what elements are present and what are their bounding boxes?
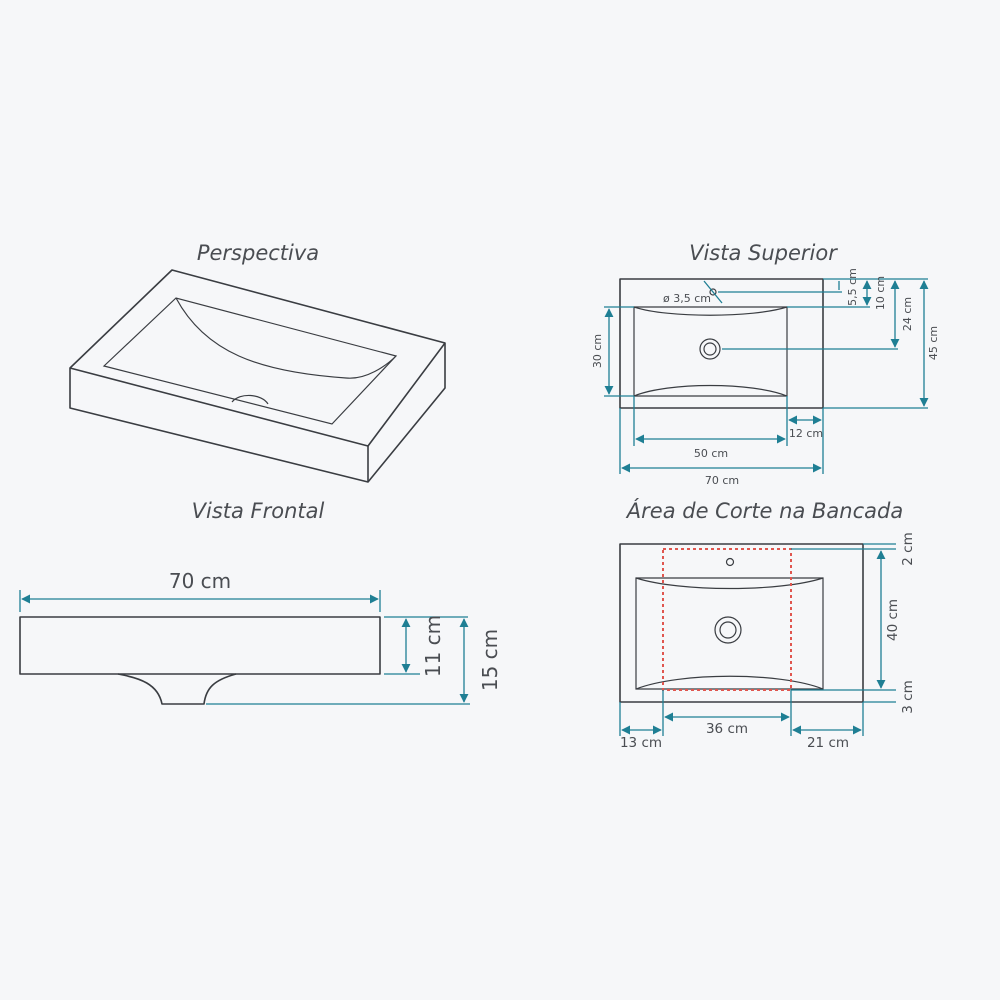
cut-area-view: 2 cm 40 cm 3 cm 13 cm 36 cm 21 cm <box>619 532 916 751</box>
top-drain-inner <box>703 342 717 356</box>
cut-basin-rect <box>635 577 824 690</box>
basin-depth-label: 30 cm <box>591 334 604 368</box>
front-body <box>19 616 381 675</box>
depth-24-label: 24 cm <box>901 297 914 331</box>
cut-width-label: 36 cm <box>706 721 748 737</box>
top-basin-curve-top <box>633 306 788 316</box>
top-view: ø 3,5 cm 5,5 cm 10 cm 24 cm 45 cm 30 cm … <box>591 268 940 487</box>
sink-outer-outline <box>69 269 446 483</box>
front-view: 70 cm 11 cm 15 cm <box>19 569 502 705</box>
sink-top-edge <box>69 342 446 447</box>
basin-drain <box>231 394 269 405</box>
basin-height-label: 11 cm <box>421 615 445 677</box>
top-drain-outer <box>699 338 721 360</box>
cut-basin-curve-bottom <box>635 675 824 690</box>
top-view-title: Vista Superior <box>689 241 838 265</box>
cut-outline <box>662 548 792 691</box>
faucet-hole <box>709 288 717 296</box>
hole-diameter-label: ø 3,5 cm <box>663 292 711 305</box>
cut-left-margin-label: 13 cm <box>620 735 662 751</box>
cut-outer-rect <box>619 543 864 703</box>
total-height-label: 15 cm <box>478 629 502 691</box>
cut-right-margin-label: 21 cm <box>807 735 849 751</box>
right-margin-label: 12 cm <box>789 427 823 440</box>
hole-offset-label: 5,5 cm <box>846 268 859 306</box>
front-drain-bump <box>117 673 237 705</box>
faucet-leader <box>703 280 723 304</box>
cut-depth-label: 40 cm <box>885 599 901 641</box>
basin-width-label: 50 cm <box>694 447 728 460</box>
perspective-view <box>69 269 446 483</box>
top-outer-rect <box>619 278 824 409</box>
cut-area-title: Área de Corte na Bancada <box>625 498 903 523</box>
top-basin-rect <box>633 306 788 397</box>
total-width-label: 70 cm <box>705 474 739 487</box>
cut-drain-outer <box>714 616 742 644</box>
bottom-margin-label: 3 cm <box>900 680 916 713</box>
depth-10-label: 10 cm <box>874 276 887 310</box>
cut-drain-inner <box>719 621 737 639</box>
front-width-label: 70 cm <box>169 569 231 593</box>
front-view-title: Vista Frontal <box>192 499 325 523</box>
top-basin-curve-bottom <box>633 384 788 397</box>
perspective-title: Perspectiva <box>197 241 319 265</box>
top-margin-label: 2 cm <box>900 532 916 565</box>
cut-basin-curve-top <box>635 577 824 590</box>
cut-faucet-hole <box>725 557 735 567</box>
depth-45-label: 45 cm <box>927 326 940 360</box>
basin-curve <box>175 297 397 379</box>
